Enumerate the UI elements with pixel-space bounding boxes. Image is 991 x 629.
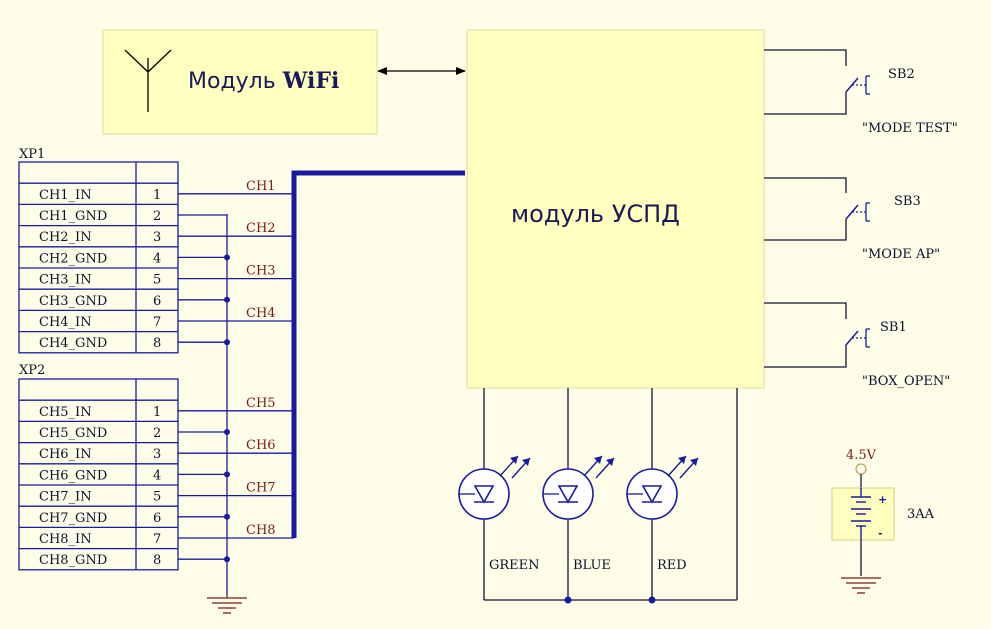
pin-name: CH6_IN [39, 447, 92, 462]
led-blue: BLUE [542, 388, 615, 600]
main-module: модуль УСПД [466, 29, 765, 389]
connector-pin-row: CH6_IN 3 [39, 447, 294, 462]
connector-pin-row: CH2_IN 3 [39, 230, 294, 245]
battery-plus: + [878, 493, 887, 506]
pin-number: 4 [153, 468, 161, 483]
pin-number: 8 [153, 553, 161, 568]
connector-pin-row: CH4_GND 8 [39, 336, 230, 351]
connector-pin-row: CH1_GND 2 [39, 209, 227, 224]
channel-label: CH5 [246, 396, 276, 411]
led-icon [542, 455, 615, 520]
pushbutton-sb3: SB3 "MODE AP" [764, 177, 940, 262]
button-caption: "MODE AP" [862, 247, 940, 262]
channel-label: CH2 [246, 221, 276, 236]
wifi-module-label: Модуль WiFi [188, 68, 339, 94]
pin-name: CH4_GND [39, 336, 107, 351]
led-green: GREEN [458, 388, 540, 600]
channel-label: CH1 [246, 179, 276, 194]
pin-number: 5 [153, 273, 161, 288]
connector-pin-row: CH3_IN 5 [39, 273, 294, 288]
button-caption: "BOX_OPEN" [862, 374, 950, 389]
pin-number: 6 [153, 294, 161, 309]
led-common-wire [484, 388, 738, 604]
pin-name: CH1_IN [39, 188, 92, 203]
pin-number: 6 [153, 511, 161, 526]
pin-number: 2 [153, 209, 161, 224]
connector-pin-row: CH5_IN 1 [39, 405, 294, 420]
led-label: GREEN [489, 558, 540, 573]
pin-name: CH2_GND [39, 251, 107, 266]
pin-name: CH1_GND [39, 209, 107, 224]
connector-ref: XP1 [19, 147, 45, 162]
pin-number: 5 [153, 490, 161, 505]
switch-icon [845, 202, 870, 222]
pin-number: 7 [153, 532, 161, 547]
pin-number: 7 [153, 315, 161, 330]
connector-pin-row: CH6_GND 4 [39, 468, 230, 483]
button-ref: SB2 [888, 67, 915, 82]
connector-pin-row: CH7_GND 6 [39, 511, 230, 526]
pin-name: CH5_IN [39, 405, 92, 420]
pin-name: CH7_IN [39, 490, 92, 505]
signal-bus [291, 170, 465, 538]
led-label: RED [657, 558, 687, 573]
button-caption: "MODE TEST" [862, 121, 958, 136]
channel-label: CH6 [246, 438, 276, 453]
battery-icon [851, 488, 871, 540]
pin-name: CH8_GND [39, 553, 107, 568]
connector-pin-row: CH5_GND 2 [39, 426, 230, 441]
connector-pin-row: CH4_IN 7 [39, 315, 294, 330]
pin-name: CH8_IN [39, 532, 92, 547]
button-ref: SB1 [880, 320, 907, 335]
connector-pin-row: CH8_IN 7 [39, 532, 294, 547]
pushbutton-sb1: SB1 "BOX_OPEN" [764, 302, 950, 389]
ground-symbol [207, 595, 247, 614]
pin-number: 8 [153, 336, 161, 351]
pin-number: 4 [153, 251, 161, 266]
led-icon [458, 455, 531, 520]
battery-minus: - [878, 527, 883, 540]
battery: 4.5V + - 3AA [831, 448, 935, 594]
connector-pin-row: CH2_GND 4 [39, 251, 230, 266]
wifi-module: Модуль WiFi [102, 29, 378, 135]
main-module-label: модуль УСПД [511, 200, 680, 228]
connector-pin-row: CH1_IN 1 [39, 188, 294, 203]
switch-icon [845, 75, 870, 95]
switch-icon [845, 328, 870, 348]
connector-pin-row: CH7_IN 5 [39, 490, 294, 505]
led-label: BLUE [573, 558, 611, 573]
pin-name: CH5_GND [39, 426, 107, 441]
battery-label: 3AA [907, 507, 935, 522]
antenna-icon [124, 49, 172, 112]
pin-name: CH3_GND [39, 294, 107, 309]
led-icon [626, 455, 699, 520]
connector-pin-row: CH3_GND 6 [39, 294, 230, 309]
pin-name: CH3_IN [39, 273, 92, 288]
pin-name: CH6_GND [39, 468, 107, 483]
pin-name: CH4_IN [39, 315, 92, 330]
battery-voltage: 4.5V [846, 448, 877, 463]
pin-name: CH2_IN [39, 230, 92, 245]
pin-number: 3 [153, 230, 161, 245]
battery-ground-symbol [841, 577, 881, 594]
button-ref: SB3 [894, 194, 921, 209]
channel-label: CH4 [246, 306, 276, 321]
pin-name: CH7_GND [39, 511, 107, 526]
channel-label: CH3 [246, 264, 276, 279]
channel-label: CH7 [246, 481, 276, 496]
pin-number: 3 [153, 447, 161, 462]
channel-label: CH8 [246, 523, 276, 538]
ground-rail [207, 214, 247, 614]
connector-pin-row: CH8_GND 8 [39, 553, 230, 568]
led-red: RED [626, 388, 699, 600]
pin-number: 1 [153, 188, 161, 203]
pin-number: 1 [153, 405, 161, 420]
pushbutton-sb2: SB2 "MODE TEST" [764, 49, 958, 136]
connector-ref: XP2 [19, 363, 45, 378]
pin-number: 2 [153, 426, 161, 441]
